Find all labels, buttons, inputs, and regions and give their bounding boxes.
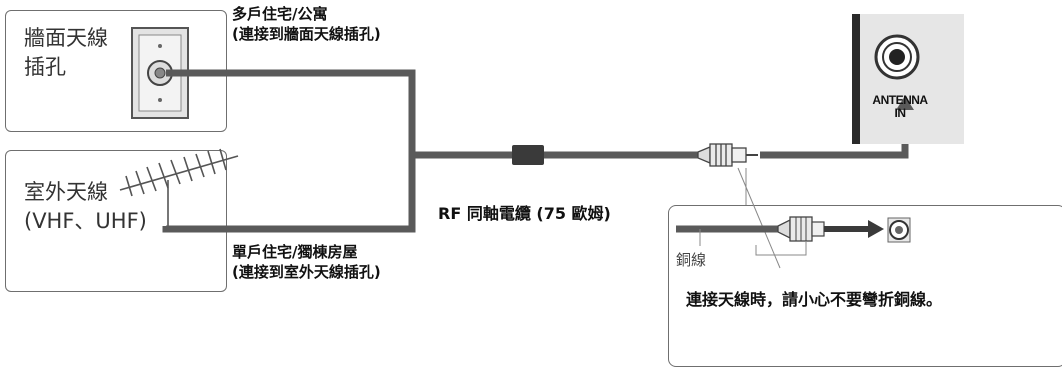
- house-label: 單戶住宅/獨棟房屋 (連接到室外天線插孔): [232, 243, 381, 281]
- antenna-in-label: ANTENNA IN: [872, 93, 928, 120]
- copper-wire-label: 銅線: [676, 251, 707, 269]
- cable-label: RF 同軸電纜 (75 歐姆): [438, 204, 611, 223]
- ferrite-core-icon: [512, 145, 544, 165]
- coax-plug-icon: [697, 143, 758, 167]
- apartment-label: 多戶住宅/公寓 (連接到牆面天線插孔): [232, 5, 381, 43]
- wall-plate-icon: [131, 27, 189, 119]
- connection-diagram: [119, 14, 964, 269]
- outdoor-antenna-icon: [119, 148, 239, 227]
- arrow-up-icon: [896, 96, 914, 110]
- caution-text: 連接天線時，請小心不要彎折銅線。: [686, 290, 943, 309]
- tv-panel: [852, 14, 964, 144]
- inset-cable-detail: [676, 216, 911, 256]
- wall-jack-label: 牆面天線 插孔: [24, 26, 108, 79]
- callout-lines: [737, 167, 781, 269]
- outdoor-antenna-label: 室外天線 (VHF、UHF): [24, 180, 147, 233]
